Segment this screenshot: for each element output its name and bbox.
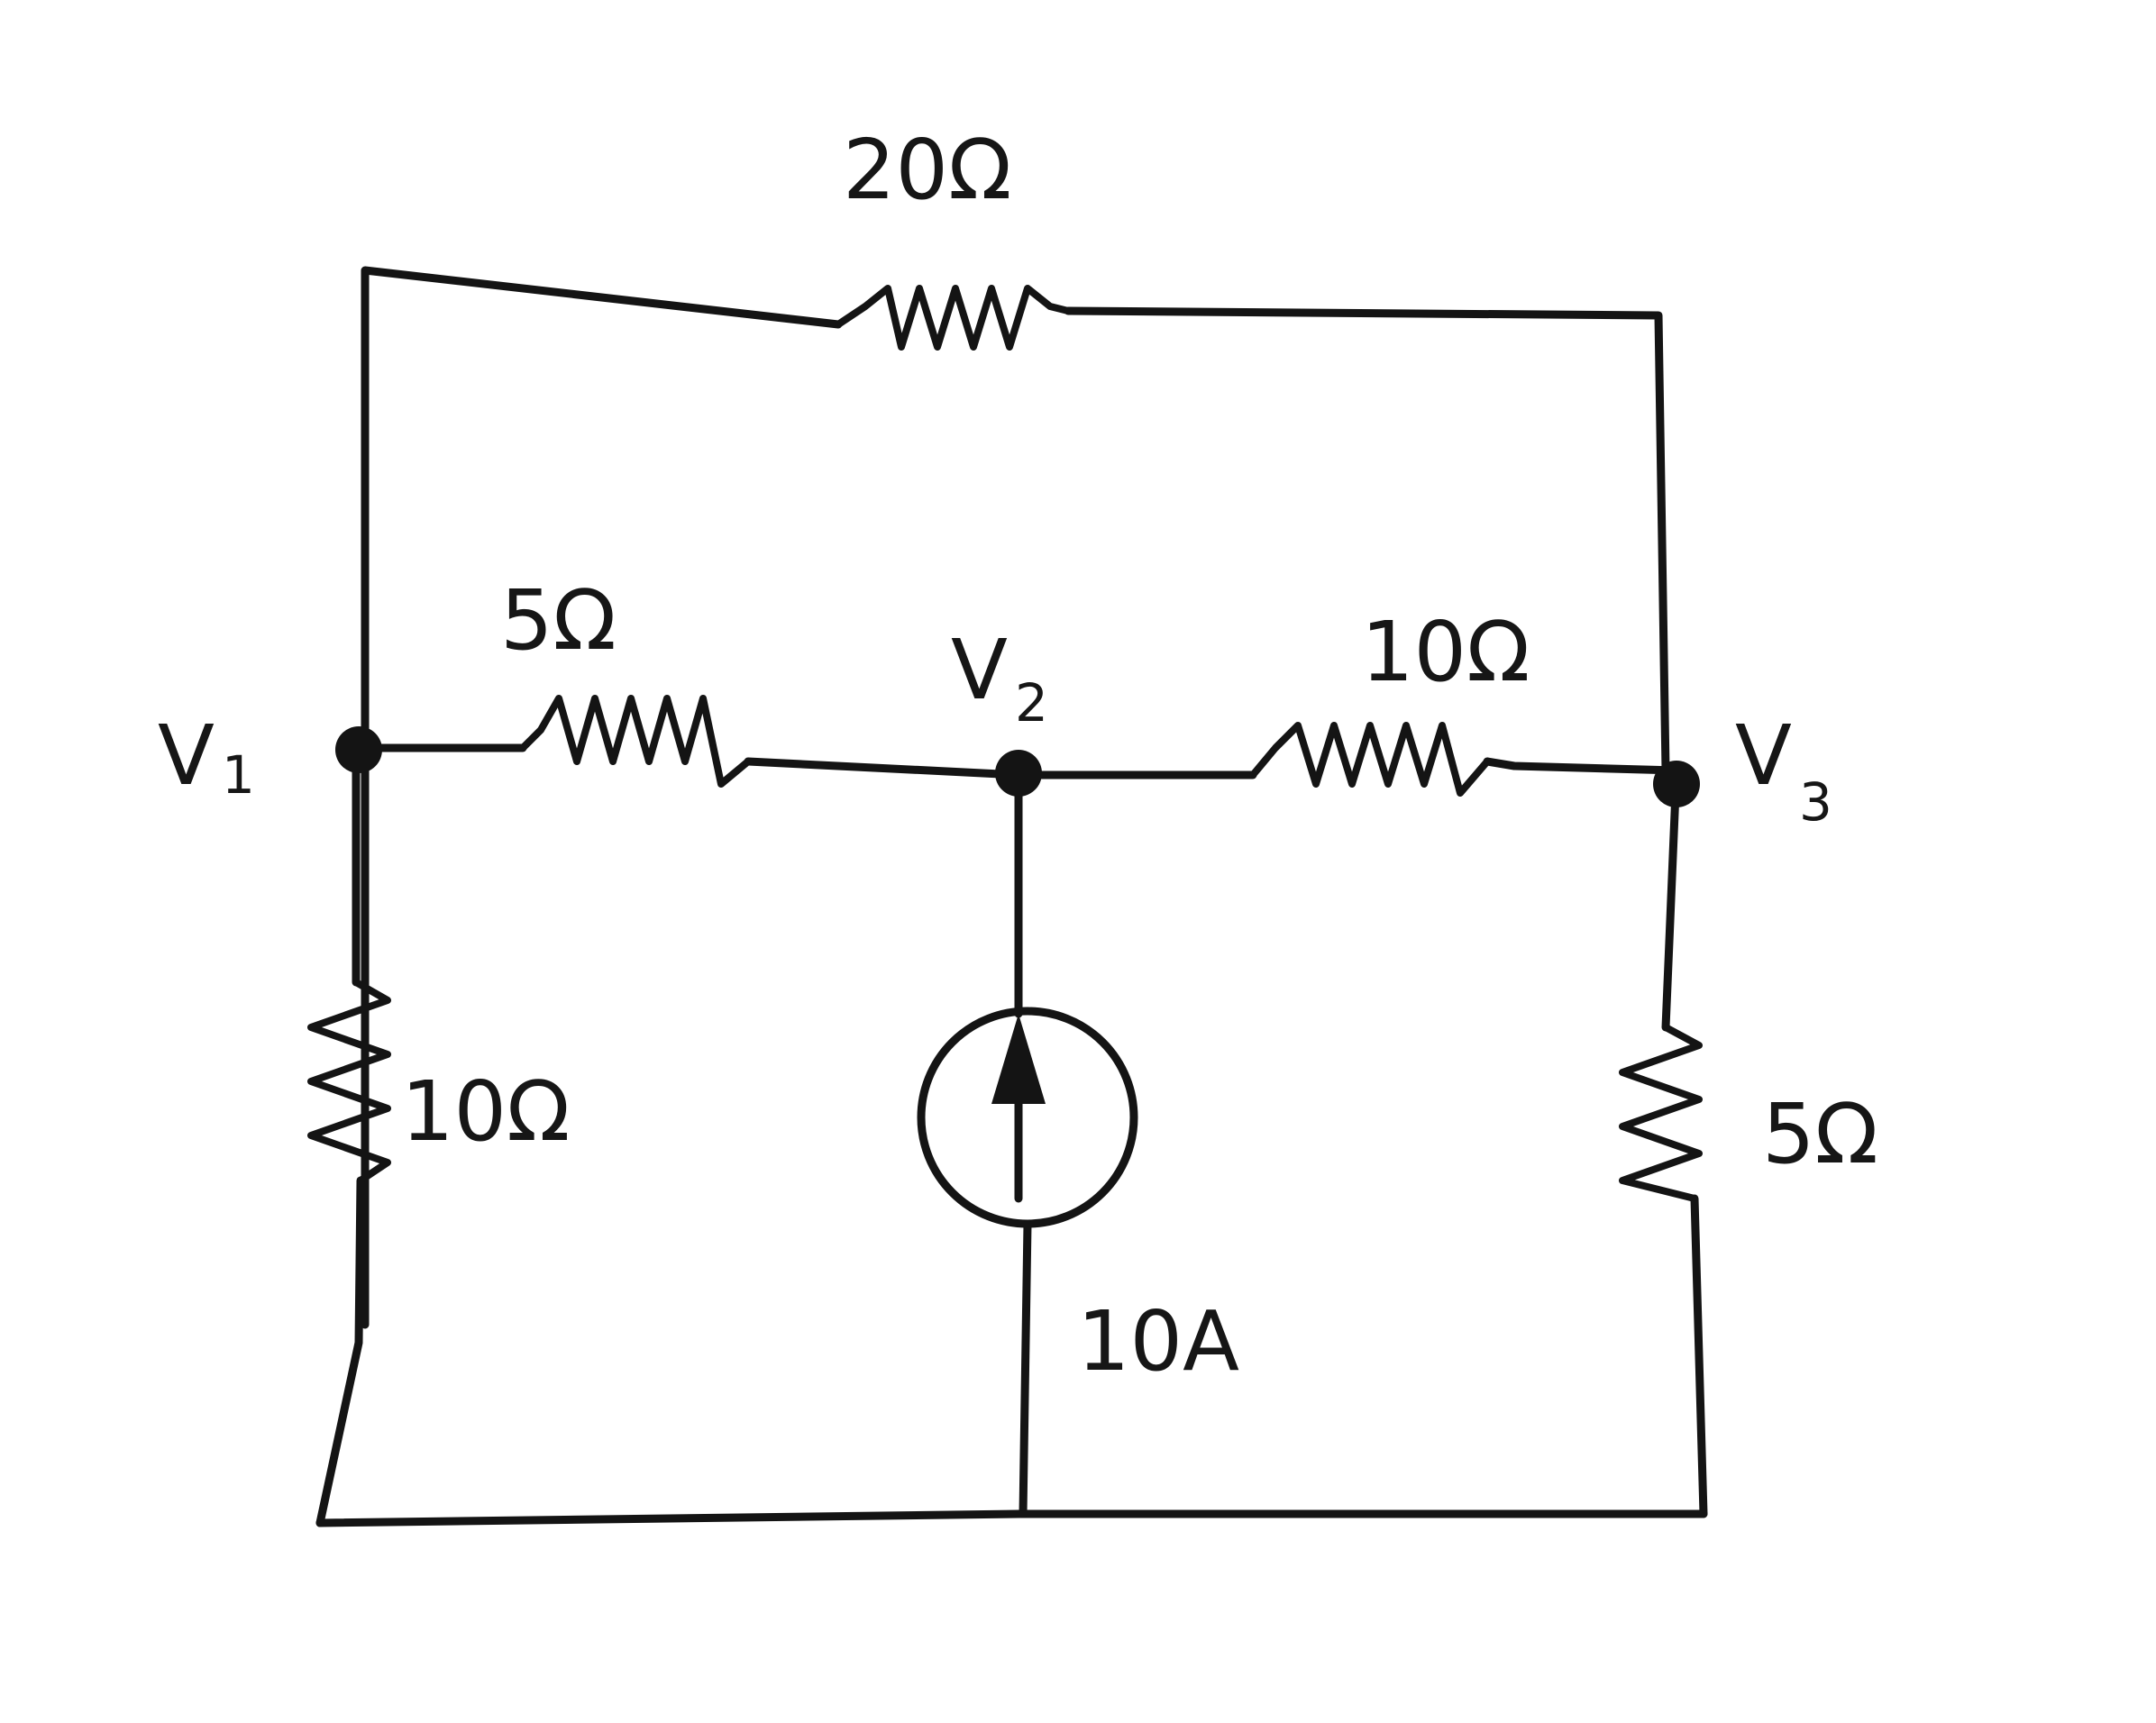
label-5-ohm-right: 5Ω — [1762, 1086, 1878, 1182]
wire-10ohm-to-v3 — [1483, 757, 1681, 775]
resistor-20-ohm-top — [835, 285, 1072, 351]
label-node-v3-letter: V — [1735, 707, 1792, 804]
label-node-v1-sub: 1 — [222, 744, 255, 806]
label-10a-source: 10A — [1077, 1293, 1239, 1390]
wire-bottom-ground — [315, 1509, 1708, 1527]
resistor-10-ohm-middle — [1249, 722, 1491, 797]
label-node-v3-sub: 3 — [1799, 771, 1832, 833]
current-source-circle — [917, 1007, 1138, 1228]
resistor-10-ohm-left — [307, 979, 391, 1184]
current-source-arrowhead — [991, 1014, 1046, 1104]
wire-top-right — [1064, 306, 1670, 775]
wire-5ohm-to-v2 — [744, 757, 1023, 779]
wire-top-left — [361, 266, 843, 1329]
wire-left-to-ground — [315, 1176, 365, 1527]
label-5-ohm-middle: 5Ω — [500, 572, 617, 669]
label-node-v1-letter: V — [158, 707, 215, 804]
label-10-ohm-left: 10Ω — [401, 1063, 570, 1160]
node-v2-dot — [995, 750, 1042, 797]
label-node-v2-sub: 2 — [1015, 672, 1048, 734]
wire-source-to-ground — [1019, 1219, 1032, 1518]
resistor-5-ohm-middle — [519, 695, 752, 788]
wire-v3-down — [1661, 766, 1681, 1032]
label-20-ohm: 20Ω — [843, 122, 1011, 218]
wire-right-to-ground — [1690, 1194, 1708, 1518]
label-node-v2-letter: V — [951, 622, 1008, 718]
node-v3-dot — [1653, 761, 1700, 807]
resistor-5-ohm-right — [1619, 1024, 1703, 1202]
label-10-ohm-middle: 10Ω — [1361, 604, 1530, 700]
node-v1-dot — [335, 726, 382, 773]
